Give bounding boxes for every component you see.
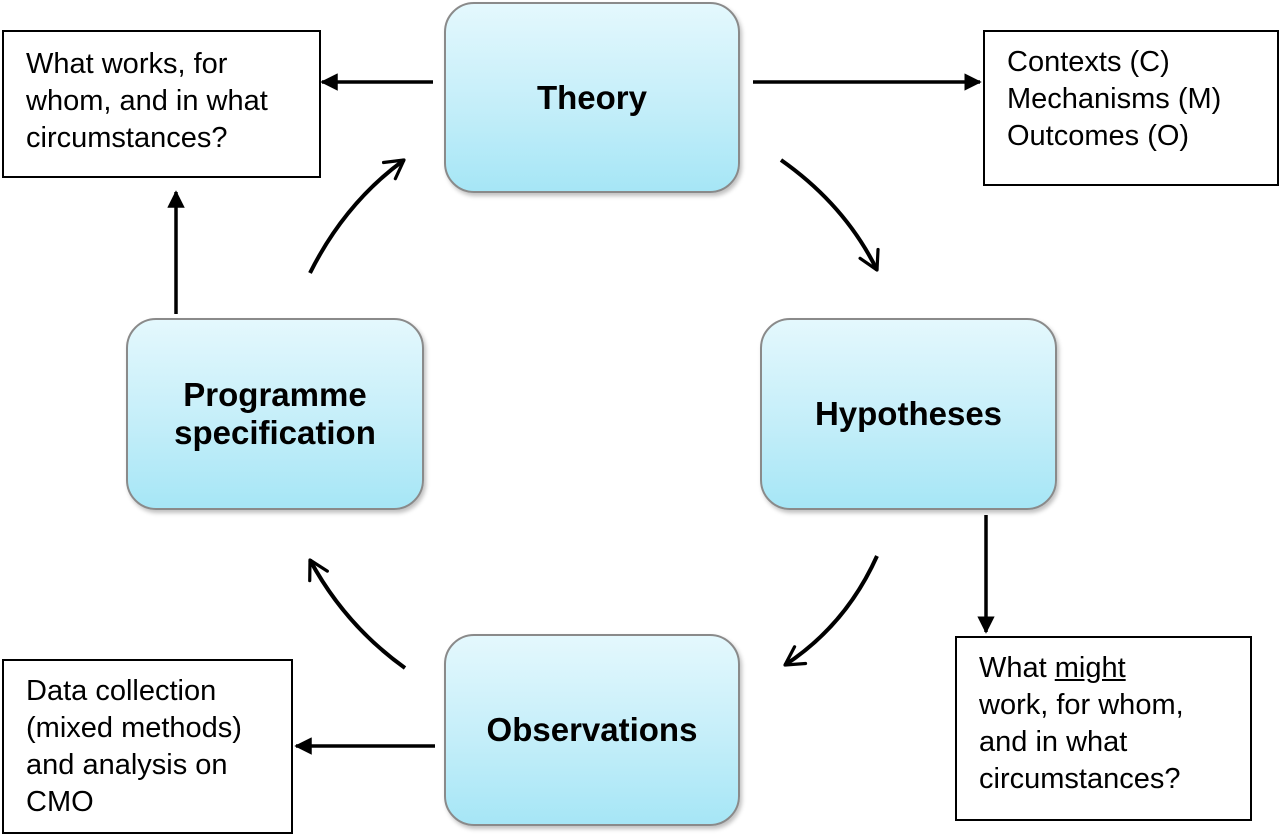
- cmo-line-outcomes: Outcomes (O): [1007, 120, 1190, 152]
- data-collection-line4: CMO: [26, 786, 94, 818]
- cycle-arrow-hypotheses-to-observations: [783, 555, 879, 667]
- programme-specification-node: Programme specification: [126, 318, 424, 510]
- observations-node: Observations: [444, 634, 740, 826]
- data-collection-line1: Data collection: [26, 675, 217, 707]
- cycle-arrow-theory-to-hypotheses: [779, 158, 880, 272]
- data-collection-line3: and analysis on: [26, 749, 228, 781]
- hypotheses-label: Hypotheses: [814, 395, 1003, 432]
- what-works-box: What works, for whom, and in what circum…: [2, 30, 321, 178]
- what-might-work-line4: circumstances?: [979, 763, 1181, 795]
- programme-label-line1: Programme: [183, 376, 367, 413]
- programme-label-line2: specification: [174, 414, 376, 451]
- data-collection-line2: (mixed methods): [26, 712, 242, 744]
- cmo-line-mechanisms: Mechanisms (M): [1007, 83, 1222, 115]
- what-works-line1: What works, for: [26, 48, 228, 80]
- what-might-work-line1: What might: [979, 650, 1230, 687]
- what-prefix: What: [979, 652, 1055, 684]
- cycle-arrow-programme-to-theory: [308, 158, 406, 274]
- what-works-line2: whom, and in what: [26, 85, 268, 117]
- observations-label: Observations: [486, 711, 698, 748]
- theory-label: Theory: [536, 78, 648, 116]
- hypotheses-node: Hypotheses: [760, 318, 1057, 510]
- what-might-work-line3: and in what: [979, 726, 1128, 758]
- what-works-line3: circumstances?: [26, 122, 228, 154]
- cmo-box: Contexts (C) Mechanisms (M) Outcomes (O): [983, 30, 1279, 186]
- data-collection-box: Data collection (mixed methods) and anal…: [2, 659, 293, 834]
- what-might-work-line2: work, for whom,: [979, 689, 1184, 721]
- what-might-work-box: What might work, for whom, and in what c…: [955, 636, 1252, 821]
- theory-node: Theory: [444, 2, 740, 193]
- might-emphasis: might: [1054, 652, 1126, 684]
- cmo-line-contexts: Contexts (C): [1007, 46, 1170, 78]
- cycle-arrow-observations-to-programme: [308, 558, 407, 670]
